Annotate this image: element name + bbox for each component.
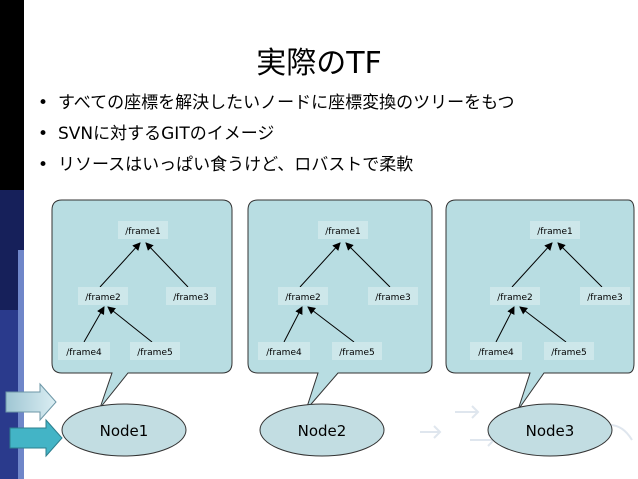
frame5-box bbox=[332, 342, 382, 360]
frame3-label: /frame3 bbox=[375, 293, 410, 303]
frame2-box bbox=[78, 287, 128, 305]
node2-ellipse bbox=[259, 403, 385, 457]
frame4-box bbox=[470, 342, 522, 360]
frame5-box bbox=[544, 342, 594, 360]
frame1-label: /frame1 bbox=[325, 227, 360, 237]
node1-ellipse bbox=[61, 403, 187, 457]
left-accent-light bbox=[18, 250, 24, 479]
frame5-label: /frame5 bbox=[551, 348, 586, 358]
bullet-list: •すべての座標を解決したいノードに座標変換のツリーをもつ •SVNに対するGIT… bbox=[38, 88, 514, 181]
frame4-box bbox=[258, 342, 310, 360]
frame4-label: /frame4 bbox=[266, 348, 302, 358]
frame5-label: /frame5 bbox=[137, 348, 172, 358]
bullet-item: •リソースはいっぱい食うけど、ロバストで柔軟 bbox=[38, 155, 414, 175]
bullet-item: •SVNに対するGITのイメージ bbox=[38, 124, 275, 144]
decorative-arrows-icon bbox=[5, 382, 63, 458]
frame3-box bbox=[580, 287, 630, 305]
tree-2: /frame1 /frame2 /frame3 /frame4 /frame5 bbox=[258, 221, 418, 360]
frame3-box bbox=[368, 287, 418, 305]
tree-3: /frame1 /frame2 /frame3 /frame4 /frame5 bbox=[470, 221, 630, 360]
frame2-label: /frame2 bbox=[285, 293, 320, 303]
node3-ellipse bbox=[487, 403, 613, 457]
bullet-item: •すべての座標を解決したいノードに座標変換のツリーをもつ bbox=[38, 93, 515, 113]
frame1-box bbox=[318, 221, 368, 239]
node2-label: Node2 bbox=[298, 422, 347, 440]
frame4-label: /frame4 bbox=[478, 348, 514, 358]
frame3-label: /frame3 bbox=[587, 293, 622, 303]
frame2-label: /frame2 bbox=[497, 293, 532, 303]
frame2-label: /frame2 bbox=[85, 293, 120, 303]
node1-label: Node1 bbox=[100, 422, 149, 440]
slide-title: 実際のTF bbox=[256, 46, 382, 81]
frame1-box bbox=[118, 221, 168, 239]
frame1-label: /frame1 bbox=[537, 227, 572, 237]
frame4-box bbox=[58, 342, 110, 360]
frame3-label: /frame3 bbox=[173, 293, 208, 303]
frame5-label: /frame5 bbox=[339, 348, 374, 358]
tree-1: /frame1 /frame2 /frame3 /frame4 /frame5 bbox=[58, 221, 216, 360]
frame4-label: /frame4 bbox=[66, 348, 102, 358]
frame1-label: /frame1 bbox=[125, 227, 160, 237]
frame5-box bbox=[130, 342, 180, 360]
frame2-box bbox=[490, 287, 540, 305]
node3-label: Node3 bbox=[526, 422, 575, 440]
frame3-box bbox=[166, 287, 216, 305]
frame1-box bbox=[530, 221, 580, 239]
frame2-box bbox=[278, 287, 328, 305]
